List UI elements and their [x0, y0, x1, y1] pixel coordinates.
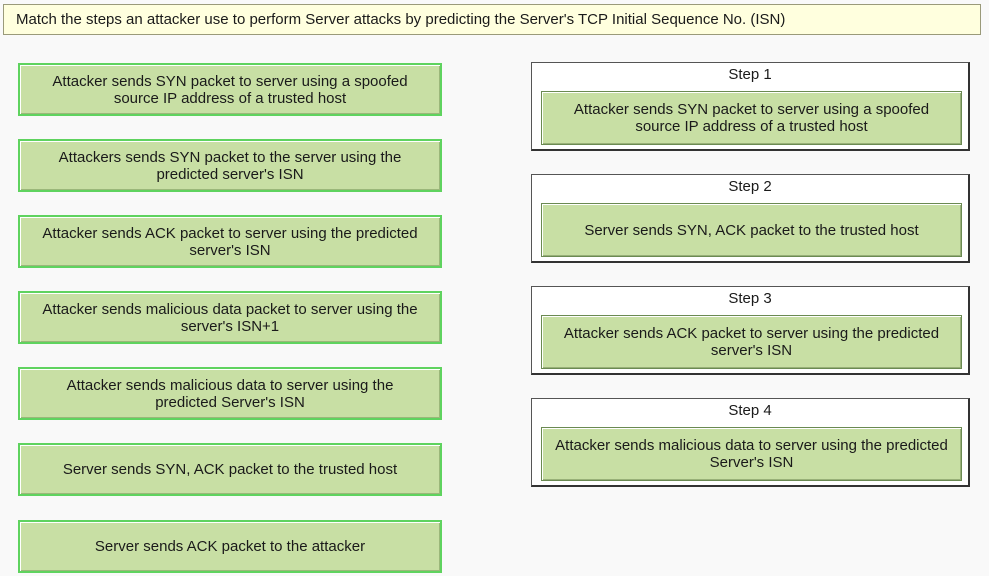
step-drop-slot-4[interactable]: Attacker sends malicious data to server … [541, 427, 962, 481]
step-drop-slot-3[interactable]: Attacker sends ACK packet to server usin… [541, 315, 962, 369]
option-label: Server sends SYN, ACK packet to the trus… [62, 461, 398, 478]
instruction-banner: Match the steps an attacker use to perfo… [3, 4, 981, 35]
option-tile-ack-predicted-isn[interactable]: Attacker sends ACK packet to server usin… [18, 215, 442, 268]
slot-answer: Server sends SYN, ACK packet to the trus… [584, 221, 919, 239]
step-box-3: Step 3 Attacker sends ACK packet to serv… [531, 286, 970, 375]
option-tile-syn-predicted-isn[interactable]: Attackers sends SYN packet to the server… [18, 139, 442, 192]
option-tile-server-syn-ack[interactable]: Server sends SYN, ACK packet to the trus… [18, 443, 442, 496]
option-label: Server sends ACK packet to the attacker [94, 538, 366, 555]
option-tile-malicious-predicted-isn[interactable]: Attacker sends malicious data to server … [18, 367, 442, 420]
slot-answer: Attacker sends malicious data to server … [555, 437, 948, 471]
option-tile-malicious-isn-plus-one[interactable]: Attacker sends malicious data packet to … [18, 291, 442, 344]
option-label: Attacker sends malicious data packet to … [42, 300, 418, 335]
option-label: Attackers sends SYN packet to the server… [58, 148, 402, 183]
step-label: Step 3 [728, 290, 772, 307]
step-label: Step 1 [728, 66, 772, 83]
step-box-4: Step 4 Attacker sends malicious data to … [531, 398, 970, 487]
option-label: Attacker sends ACK packet to server usin… [42, 224, 418, 259]
step-box-1: Step 1 Attacker sends SYN packet to serv… [531, 62, 970, 151]
option-label: Attacker sends malicious data to server … [66, 376, 394, 411]
option-tile-server-ack[interactable]: Server sends ACK packet to the attacker [18, 520, 442, 573]
step-drop-slot-2[interactable]: Server sends SYN, ACK packet to the trus… [541, 203, 962, 257]
step-label: Step 2 [728, 178, 772, 195]
instruction-text: Match the steps an attacker use to perfo… [16, 11, 786, 28]
step-drop-slot-1[interactable]: Attacker sends SYN packet to server usin… [541, 91, 962, 145]
option-label: Attacker sends SYN packet to server usin… [52, 72, 408, 107]
slot-answer: Attacker sends ACK packet to server usin… [563, 325, 940, 359]
step-label: Step 4 [728, 402, 772, 419]
option-tile-spoofed-syn[interactable]: Attacker sends SYN packet to server usin… [18, 63, 442, 116]
slot-answer: Attacker sends SYN packet to server usin… [573, 101, 930, 135]
step-box-2: Step 2 Server sends SYN, ACK packet to t… [531, 174, 970, 263]
